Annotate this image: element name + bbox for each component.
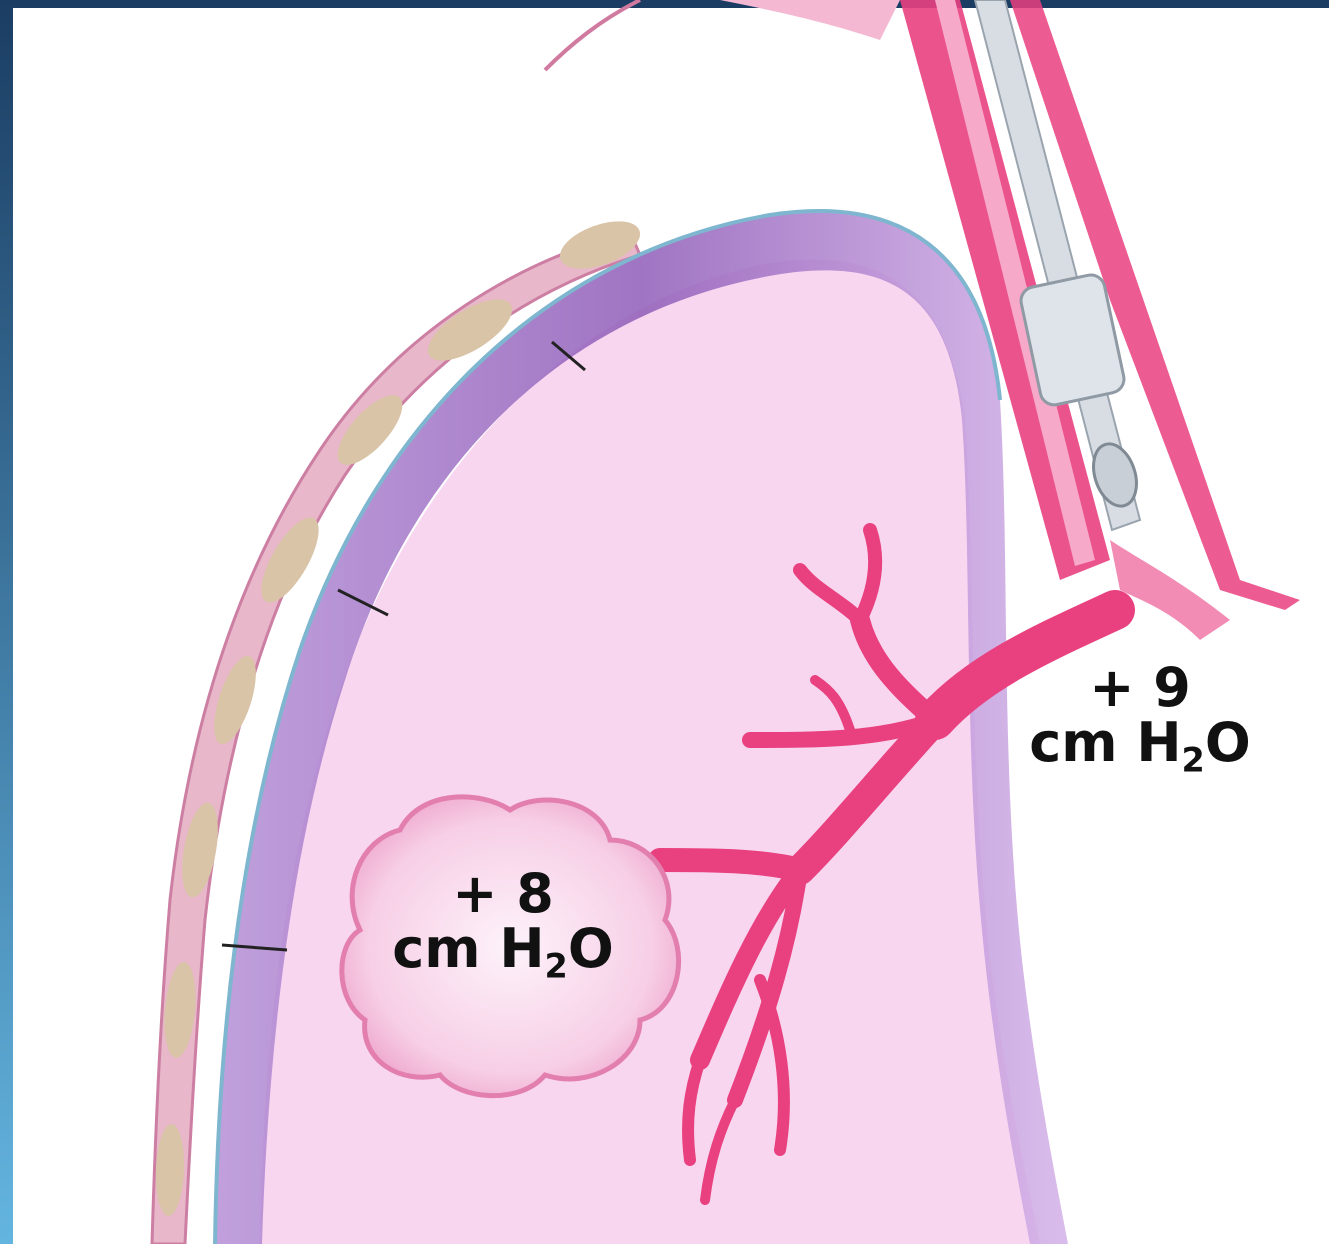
alveolus-pressure-label: + 8 cm H2O [378, 866, 628, 976]
airway-pressure-label: + 9 cm H2O [1010, 660, 1270, 770]
alveolus-pressure-unit: cm H2O [378, 921, 628, 976]
frame-left-bar [0, 0, 13, 1244]
airway-pressure-unit: cm H2O [1010, 715, 1270, 770]
frame-top-bar [0, 0, 1329, 8]
alveolus-pressure-value: + 8 [378, 866, 628, 921]
airway-pressure-value: + 9 [1010, 660, 1270, 715]
